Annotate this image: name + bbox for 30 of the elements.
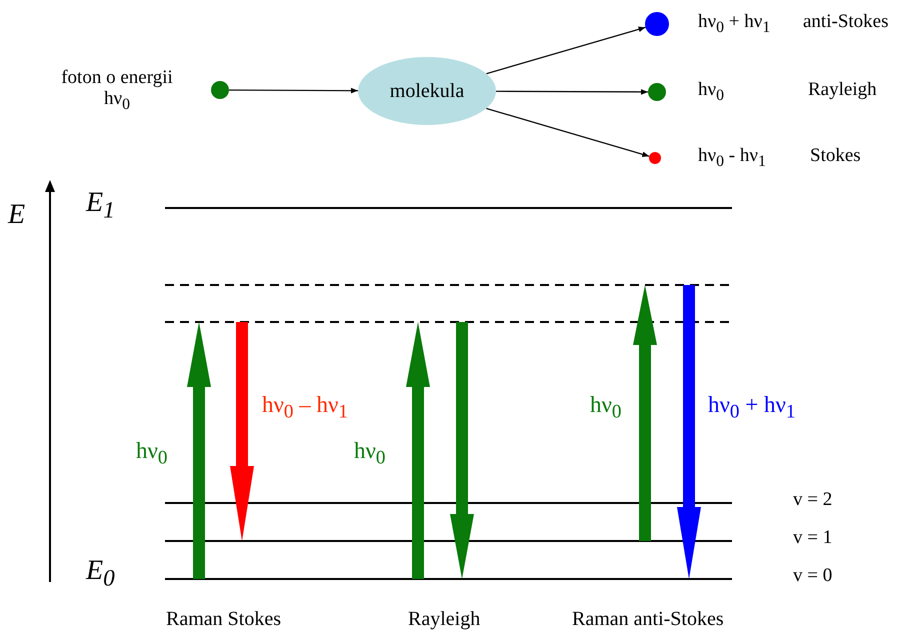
- transition-label: hν$_{0}$ – hν$_{1}$: [262, 392, 348, 423]
- transition-label: hν$_{0}$: [136, 438, 168, 469]
- vibrational-level-label: v = 0: [793, 566, 832, 587]
- transition-label: hν$_{0}$: [354, 438, 386, 469]
- arrow: [486, 108, 650, 158]
- transition-label: hν$_{0}$ + hν$_{1}$: [708, 392, 796, 423]
- vibrational-level-label: v = 2: [793, 490, 832, 511]
- vibrational-level-label: v = 1: [793, 528, 832, 549]
- scattering-type-label: Raman Stokes: [166, 608, 281, 630]
- transition-label: hν$_{0}$: [590, 392, 622, 423]
- photon-dot: [649, 152, 661, 164]
- molecule-ellipse: molekula: [358, 57, 496, 125]
- photon-dot: [211, 81, 229, 99]
- scattering-type-label: Rayleigh: [808, 80, 877, 101]
- scattering-type-label: Stokes: [810, 146, 861, 167]
- photon-energy-label: hν$_{0}$ - hν$_{1}$: [698, 146, 766, 170]
- scattering-type-label: anti-Stokes: [803, 12, 888, 33]
- photon-energy-label: hν$_{0}$: [698, 80, 724, 104]
- energy-level-label: E$_{1}$: [86, 188, 115, 224]
- scattering-type-label: Rayleigh: [408, 608, 480, 630]
- arrow: [496, 89, 648, 95]
- energy-level-label: E$_{0}$: [86, 556, 115, 592]
- arrow: [486, 26, 646, 74]
- arrow: [229, 88, 358, 94]
- energy-axis-label: E: [8, 200, 26, 231]
- photon-dot: [645, 12, 669, 36]
- photon-energy-label: hν$_{0}$ + hν$_{1}$: [698, 12, 770, 36]
- photon-dot: [648, 83, 666, 101]
- scattering-type-label: Raman anti-Stokes: [572, 608, 724, 630]
- photon-label: foton o energii hν$_{0}$: [60, 68, 174, 114]
